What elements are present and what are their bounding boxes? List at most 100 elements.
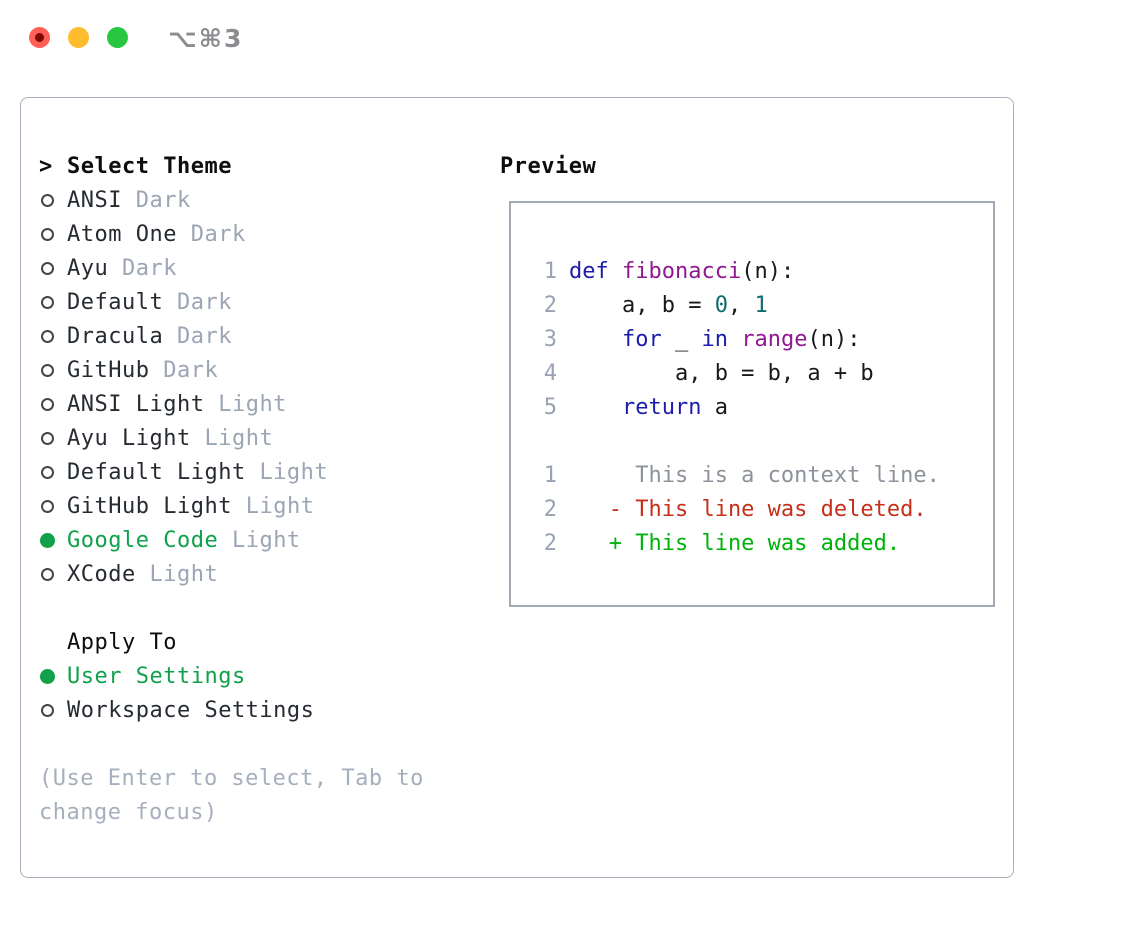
select-theme-header: Select Theme xyxy=(67,153,232,179)
theme-item[interactable]: GitHub Light Light xyxy=(39,489,328,523)
code-token: 1 xyxy=(754,292,768,318)
titlebar: ⌥⌘3 xyxy=(0,0,1140,97)
line-number: 1 xyxy=(543,462,557,488)
line-number: 2 xyxy=(543,292,557,318)
code-text: for _ in range(n): xyxy=(569,327,860,352)
preview-header-row: Preview xyxy=(500,149,596,183)
code-line: 3 for _ in range(n): xyxy=(531,322,993,356)
theme-variant: Dark xyxy=(176,323,232,349)
code-line: 5 return a xyxy=(531,390,993,424)
code-token: (n): xyxy=(741,258,795,284)
theme-item[interactable]: Google Code Light xyxy=(39,523,328,557)
theme-variant: Dark xyxy=(122,255,177,281)
theme-item[interactable]: Dracula Dark xyxy=(39,319,328,353)
diff-text: - This line was deleted. xyxy=(569,496,927,522)
zoom-button[interactable] xyxy=(107,27,128,48)
radio-icon xyxy=(41,567,54,581)
theme-name: GitHub xyxy=(67,357,150,383)
theme-variant: Light xyxy=(149,561,219,587)
theme-label: Ayu Light Light xyxy=(67,426,273,451)
diff-line-context: 1 This is a context line. xyxy=(531,458,993,492)
radio-icon xyxy=(41,193,54,207)
code-token: (n): xyxy=(807,326,861,352)
code-token xyxy=(609,259,622,284)
theme-label: GitHub Dark xyxy=(67,358,218,383)
theme-name: GitHub Light xyxy=(67,493,232,519)
code-line: 4 a, b = b, a + b xyxy=(531,356,993,390)
theme-name: Default xyxy=(67,289,164,315)
minimize-button[interactable] xyxy=(68,27,89,48)
radio-icon xyxy=(41,465,54,479)
theme-item[interactable]: GitHub Dark xyxy=(39,353,328,387)
code-token: def xyxy=(569,258,609,284)
theme-name: Google Code xyxy=(67,527,219,553)
theme-item[interactable]: ANSI Light Light xyxy=(39,387,328,421)
line-number: 5 xyxy=(543,394,557,420)
theme-item[interactable]: Ayu Dark xyxy=(39,251,328,285)
theme-name: Ayu xyxy=(67,255,109,281)
code-token xyxy=(728,327,741,352)
diff-line-deleted: 2 - This line was deleted. xyxy=(531,492,993,526)
radio-icon xyxy=(41,363,54,377)
code-token: a xyxy=(701,394,728,420)
theme-name: Ayu Light xyxy=(67,425,191,451)
select-theme-header-row: > Select Theme xyxy=(39,149,328,183)
radio-icon xyxy=(41,227,54,241)
theme-variant: Dark xyxy=(190,221,246,247)
line-number: 2 xyxy=(543,530,557,556)
radio-icon xyxy=(41,397,54,411)
theme-label: Default Dark xyxy=(67,290,232,315)
code-text: def fibonacci(n): xyxy=(569,259,794,284)
close-button[interactable] xyxy=(29,27,50,48)
radio-icon xyxy=(41,499,54,513)
diff-line-added: 2 + This line was added. xyxy=(531,526,993,560)
diff-text: + This line was added. xyxy=(569,530,901,556)
code-token: for xyxy=(621,326,662,352)
apply-option[interactable]: User Settings xyxy=(39,659,314,693)
help-text-line-2: change focus) xyxy=(39,799,218,825)
theme-label: ANSI Light Light xyxy=(67,392,287,417)
theme-item[interactable]: Atom One Dark xyxy=(39,217,328,251)
theme-name: Atom One xyxy=(67,221,177,247)
theme-variant: Dark xyxy=(135,187,191,213)
theme-item[interactable]: Ayu Light Light xyxy=(39,421,328,455)
theme-variant: Light xyxy=(218,391,287,417)
theme-variant: Light xyxy=(245,493,315,519)
line-number: 3 xyxy=(543,326,557,352)
radio-icon xyxy=(41,261,54,275)
code-token: in xyxy=(701,326,728,352)
theme-label: GitHub Light Light xyxy=(67,494,314,519)
code-token: range xyxy=(741,326,808,352)
window-title: ⌥⌘3 xyxy=(168,24,244,53)
code-text: return a xyxy=(569,395,728,420)
code-token: a, b = b, a + b xyxy=(569,360,874,386)
theme-item[interactable]: Default Dark xyxy=(39,285,328,319)
code-token: 0 xyxy=(714,292,728,318)
apply-to-header: Apply To xyxy=(67,629,177,655)
theme-name: ANSI Light xyxy=(67,391,205,417)
apply-option-label: Workspace Settings xyxy=(67,697,315,723)
apply-to-header-row: Apply To xyxy=(39,625,314,659)
theme-item[interactable]: Default Light Light xyxy=(39,455,328,489)
theme-label: Dracula Dark xyxy=(67,324,232,349)
apply-option[interactable]: Workspace Settings xyxy=(39,693,314,727)
theme-variant: Light xyxy=(231,527,301,553)
theme-label: Default Light Light xyxy=(67,460,328,485)
theme-label: XCode Light xyxy=(67,562,218,587)
theme-label: Google Code Light xyxy=(67,528,301,553)
radio-icon xyxy=(41,703,54,717)
theme-name: ANSI xyxy=(67,187,122,213)
theme-variant: Dark xyxy=(163,357,219,383)
theme-item[interactable]: XCode Light xyxy=(39,557,328,591)
theme-item[interactable]: ANSI Dark xyxy=(39,183,328,217)
radio-icon xyxy=(41,431,54,445)
apply-option-label: User Settings xyxy=(67,663,246,689)
preview-header: Preview xyxy=(500,153,597,179)
code-token: return xyxy=(621,394,702,420)
prompt-icon: > xyxy=(39,153,53,179)
